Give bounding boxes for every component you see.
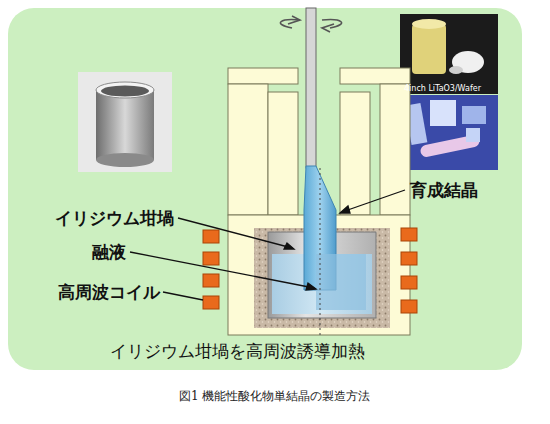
leader-lines-part bbox=[163, 292, 203, 300]
crystal-photo-part bbox=[412, 19, 446, 29]
insulation-upper-part bbox=[380, 84, 410, 215]
grown-crystal bbox=[304, 166, 366, 310]
part-label: 育成結晶 bbox=[410, 180, 478, 200]
device-photo-part bbox=[430, 100, 456, 126]
crucible-photo-part bbox=[96, 153, 154, 167]
rotation-arrows-part bbox=[288, 16, 300, 24]
part-label: 高周波コイル bbox=[58, 282, 160, 302]
crystal-photo bbox=[400, 14, 498, 94]
crucible-photo-part bbox=[96, 82, 154, 98]
rf-coil-part bbox=[203, 274, 219, 287]
method-note: イリジウム坩堝を高周波誘導加熱 bbox=[110, 341, 365, 361]
center-line-part bbox=[320, 168, 321, 336]
pull-rod bbox=[306, 8, 316, 168]
insulation-upper-part bbox=[228, 84, 268, 215]
grown-crystal-part bbox=[316, 254, 366, 310]
center-line bbox=[320, 168, 321, 336]
insulation-upper-part bbox=[340, 92, 370, 215]
part-label: 融液 bbox=[92, 242, 126, 262]
iridium-crucible-part bbox=[272, 254, 372, 314]
green-panel-part bbox=[8, 8, 522, 370]
leader-lines-part bbox=[342, 190, 405, 212]
pull-rod-part bbox=[306, 8, 316, 168]
rf-coil-part bbox=[401, 228, 417, 241]
leader-lines-part bbox=[284, 243, 294, 249]
rf-coil-part bbox=[401, 252, 417, 265]
insulation-upper-part bbox=[268, 92, 298, 215]
insulation-upper-part bbox=[340, 68, 410, 84]
leader-lines-part bbox=[306, 283, 316, 290]
rf-coil-part bbox=[203, 296, 219, 309]
crucible-photo-part bbox=[101, 86, 149, 97]
crystal-photo-part bbox=[412, 24, 446, 74]
crucible-photo-part bbox=[96, 90, 154, 160]
leader-lines-part bbox=[178, 218, 292, 248]
rf-coil-part bbox=[203, 230, 219, 243]
crystal-photo-part bbox=[449, 66, 463, 74]
leader-lines-part bbox=[340, 206, 350, 213]
rf-coil bbox=[203, 228, 417, 313]
part-label: イリジウム坩堝 bbox=[55, 208, 174, 228]
photo-text: 4inch LiTaO3/Wafer bbox=[404, 84, 481, 93]
device-photo-part bbox=[400, 95, 498, 170]
crucible-photo bbox=[78, 72, 172, 172]
device-photo-part bbox=[466, 128, 480, 142]
rf-coil-part bbox=[203, 252, 219, 265]
figure-caption: 図1 機能性酸化物単結晶の製造方法 bbox=[179, 388, 370, 405]
leader-lines bbox=[130, 190, 405, 300]
insulation-upper-part bbox=[228, 68, 298, 84]
crucible-photo-part bbox=[78, 72, 172, 172]
crystal-photo-part bbox=[400, 14, 498, 94]
rf-coil-part bbox=[401, 276, 417, 289]
rf-coil-part bbox=[401, 300, 417, 313]
device-photo bbox=[400, 95, 498, 170]
green-panel bbox=[8, 8, 522, 370]
rotation-arrows-part bbox=[322, 24, 334, 32]
device-photo-part bbox=[462, 106, 486, 124]
